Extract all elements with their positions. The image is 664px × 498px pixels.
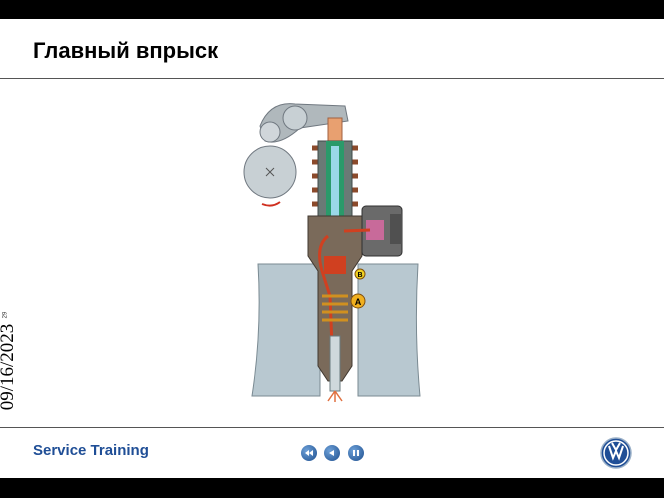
injector-diagram: A B	[243, 103, 421, 402]
page-title: Главный впрыск	[33, 38, 219, 63]
vw-logo-icon	[600, 437, 632, 469]
engine-block	[251, 263, 321, 397]
svg-text:B: B	[357, 272, 362, 279]
pause-button[interactable]	[348, 445, 364, 461]
svg-text:A: A	[355, 297, 362, 307]
pause-icon	[353, 450, 359, 456]
brand-label: Service Training	[33, 442, 149, 459]
rocker-pivot	[282, 105, 308, 131]
rewind-button[interactable]	[301, 445, 317, 461]
date-container: 09/16/2023	[0, 316, 18, 426]
plunger-top	[327, 117, 343, 145]
back-icon	[329, 450, 334, 456]
back-button[interactable]	[324, 445, 340, 461]
top-bar	[0, 0, 664, 19]
title-divider	[0, 78, 664, 79]
nozzle	[329, 335, 341, 392]
engine-block-right	[357, 263, 421, 397]
slide-date: 09/16/2023	[0, 323, 18, 411]
callout-b	[354, 268, 366, 280]
fuel-spray	[327, 390, 343, 402]
footer-divider	[0, 427, 664, 428]
rotation-arrow	[261, 201, 281, 207]
callout-a	[350, 293, 366, 309]
rewind-icon	[305, 450, 313, 456]
bottom-bar	[0, 478, 664, 498]
